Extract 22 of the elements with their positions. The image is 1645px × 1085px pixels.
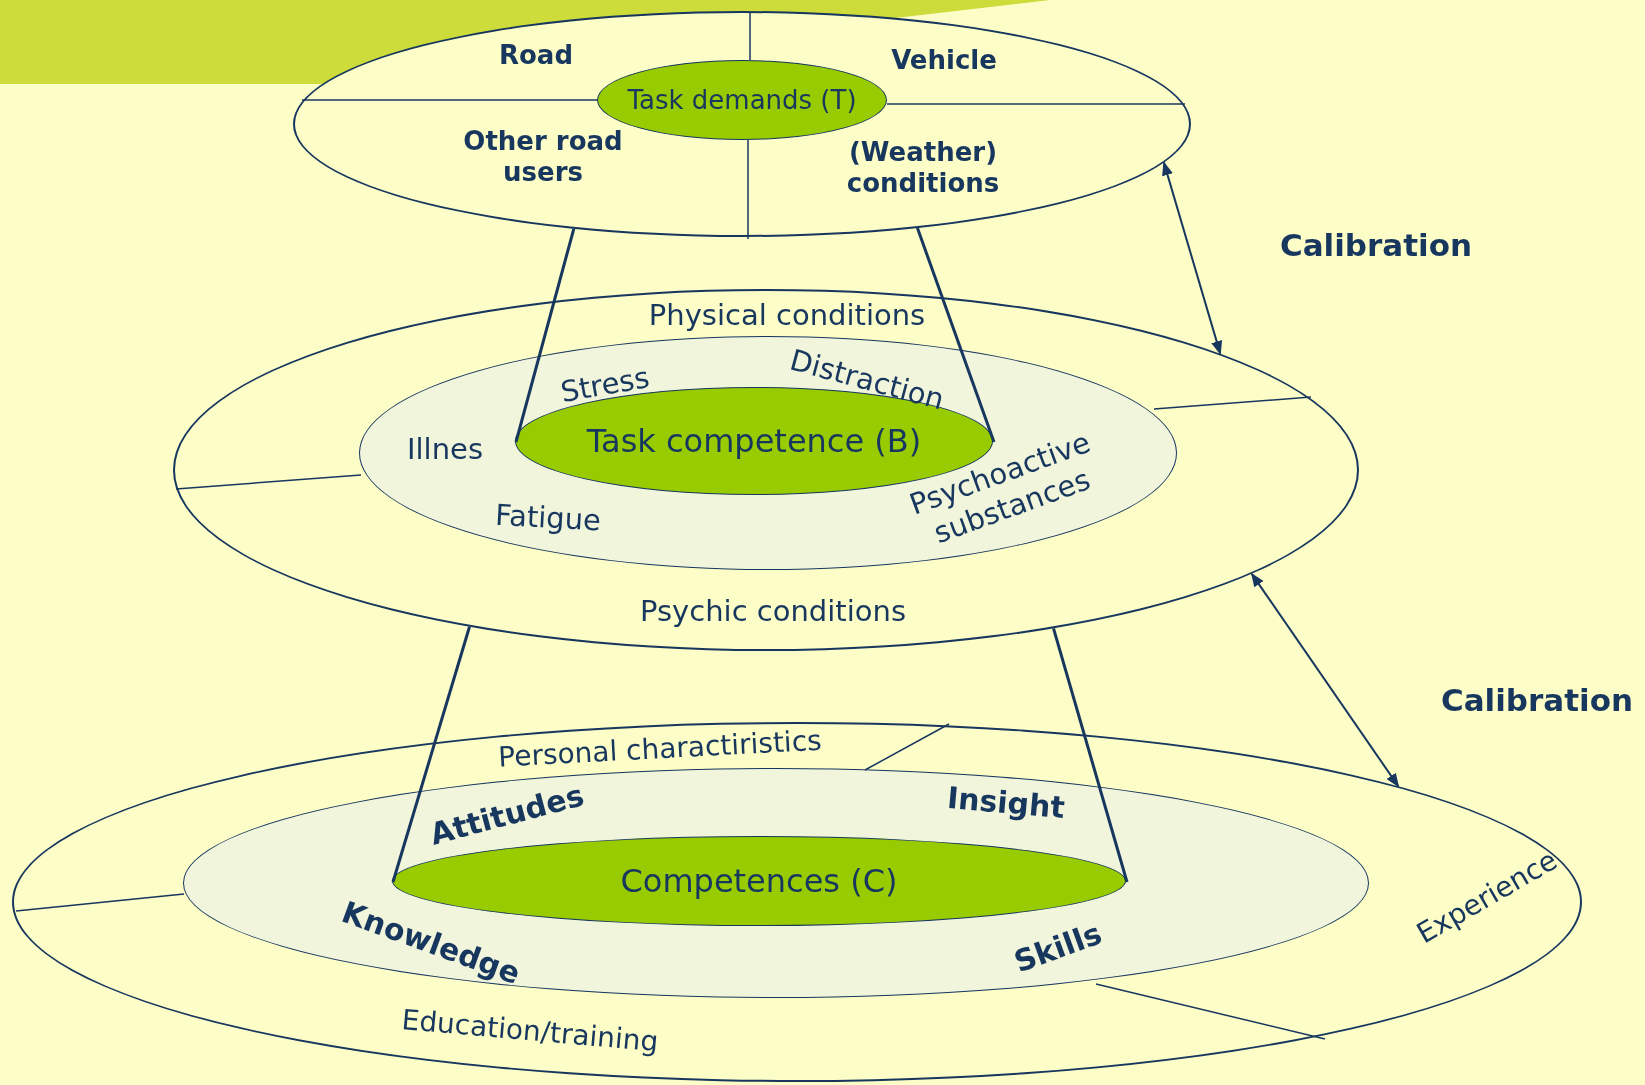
- factor-label: Skills: [1008, 914, 1108, 982]
- factor-label: Insight: [944, 778, 1068, 828]
- factor-label: Physical conditions: [647, 297, 927, 333]
- factor-label: Other road users: [462, 125, 624, 189]
- edge-label: Calibration: [1279, 227, 1473, 263]
- edge-label: Calibration: [1440, 682, 1634, 718]
- factor-label: (Weather) conditions: [845, 136, 1001, 200]
- factor-label: Stress: [557, 359, 653, 412]
- factor-label: Road: [497, 40, 574, 72]
- calibration-arrow: [1250, 572, 1400, 788]
- factor-label: Illnes: [406, 431, 484, 467]
- funnel-line: [514, 228, 576, 443]
- funnel-line: [916, 227, 996, 443]
- calibration-arrow: [1162, 161, 1223, 355]
- factor-label: Psychic conditions: [639, 593, 907, 629]
- node-title: Task demands (T): [627, 85, 857, 115]
- node-title: Competences (C): [620, 862, 898, 900]
- factor-label: Vehicle: [890, 45, 998, 77]
- factor-label: Personal charactiristics: [496, 722, 824, 776]
- funnel-line: [1052, 627, 1129, 883]
- factor-label: Fatigue: [493, 496, 603, 540]
- funnel-line: [391, 626, 471, 883]
